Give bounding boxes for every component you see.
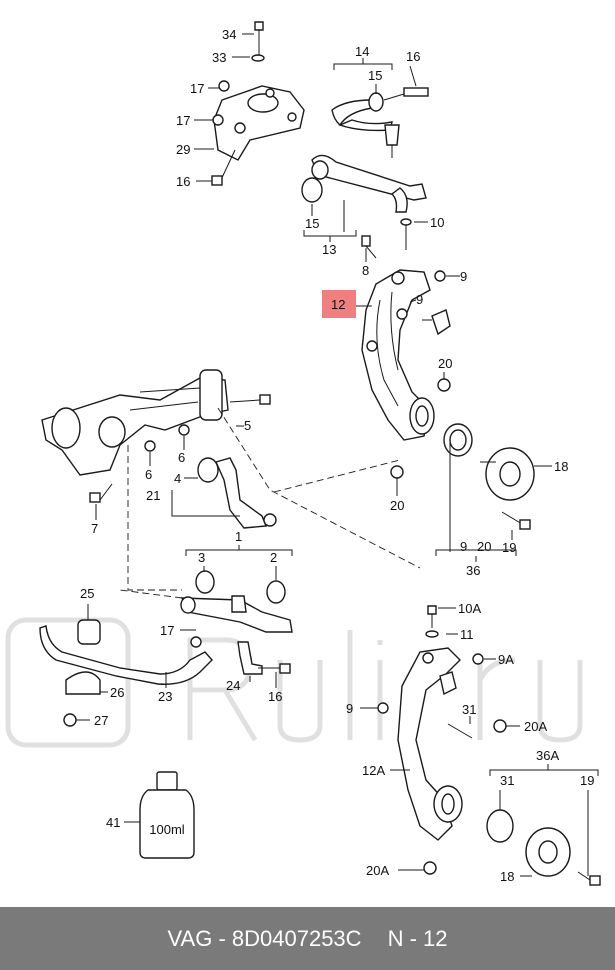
- callout-16: 16: [406, 49, 420, 64]
- callout-41: 41: [106, 815, 120, 830]
- bolt-31[interactable]: [447, 723, 473, 739]
- callout-19: 19: [580, 773, 594, 788]
- bottle-label: 100ml: [149, 822, 185, 837]
- callout-6: 6: [178, 450, 185, 465]
- ball-joint-9[interactable]: [422, 309, 451, 336]
- bolt-7[interactable]: [89, 483, 113, 503]
- callout-29: 29: [176, 142, 190, 157]
- callout-1: 1: [235, 529, 242, 544]
- callout-33: 33: [212, 50, 226, 65]
- callout-14: 14: [355, 44, 369, 59]
- callout-25: 25: [80, 586, 94, 601]
- callout-31: 31: [462, 702, 476, 717]
- callout-12: 12: [331, 297, 345, 312]
- callout-6: 6: [145, 467, 152, 482]
- callout-9: 9: [416, 292, 423, 307]
- footer-bar: VAG - 8D0407253C N - 12: [0, 907, 615, 970]
- callout-36: 36: [466, 563, 480, 578]
- callout-23: 23: [158, 689, 172, 704]
- bushing-25[interactable]: [77, 619, 101, 645]
- callout-13: 13: [322, 242, 336, 257]
- callout-8: 8: [362, 263, 369, 278]
- link-24[interactable]: [237, 641, 263, 675]
- nut-9-lower[interactable]: [377, 702, 389, 714]
- callout-9: 9: [346, 701, 353, 716]
- callout-7: 7: [91, 521, 98, 536]
- bolt-8[interactable]: [361, 235, 377, 259]
- nut-27[interactable]: [63, 713, 77, 727]
- callout-24: 24: [226, 678, 240, 693]
- callout-26: 26: [110, 685, 124, 700]
- nut-9A[interactable]: [472, 653, 484, 665]
- callout-20: 20: [477, 539, 491, 554]
- callout-10A: 10A: [458, 601, 481, 616]
- upper-front-link[interactable]: [331, 87, 429, 158]
- leader-lines: [76, 33, 599, 877]
- lower-control-arm-1[interactable]: [180, 570, 293, 633]
- callout-16: 16: [268, 689, 282, 704]
- assembly-dashed-lines: [119, 407, 421, 599]
- callout-4: 4: [174, 471, 181, 486]
- grease-bottle[interactable]: 100ml: [139, 771, 195, 859]
- parts-diagram: 100ml: [5, 21, 601, 886]
- bolt-34[interactable]: [251, 21, 265, 62]
- callout-20: 20: [390, 498, 404, 513]
- bolt-19[interactable]: [501, 511, 531, 530]
- bolt-10A[interactable]: [425, 605, 439, 638]
- callout-31: 31: [500, 773, 514, 788]
- upper-mount-bracket[interactable]: [212, 80, 305, 161]
- bolt-16-link[interactable]: [258, 663, 291, 674]
- diagram-page-ref: N - 12: [387, 925, 448, 951]
- front-subframe[interactable]: [41, 369, 229, 476]
- wheel-bearing-31[interactable]: [443, 423, 473, 457]
- bolt-10[interactable]: [400, 218, 412, 250]
- part-number: VAG - 8D0407253C: [167, 925, 362, 951]
- callout-17: 17: [190, 81, 204, 96]
- bolt-5[interactable]: [229, 394, 271, 405]
- callout-20: 20: [438, 356, 452, 371]
- callout-3: 3: [198, 550, 205, 565]
- callout-20A: 20A: [524, 719, 547, 734]
- callout-17: 17: [176, 113, 190, 128]
- wheel-bearing-housing-12A[interactable]: [397, 647, 463, 841]
- callout-5: 5: [244, 418, 251, 433]
- bolt-19-lower[interactable]: [577, 871, 601, 886]
- wheel-hub-18-lower[interactable]: [525, 827, 571, 877]
- callout-9: 9: [460, 539, 467, 554]
- wheel-hub-18[interactable]: [480, 447, 535, 501]
- nut-9[interactable]: [396, 270, 446, 320]
- ball-joint-12A[interactable]: [439, 671, 457, 696]
- callout-11: 11: [460, 627, 474, 642]
- callout-10: 10: [430, 215, 444, 230]
- wheel-bearing-31-lower[interactable]: [486, 809, 514, 843]
- callout-12A: 12A: [362, 763, 385, 778]
- upper-rear-link[interactable]: [301, 154, 427, 213]
- watermark: [5, 617, 583, 748]
- callout-16: 16: [176, 174, 190, 189]
- callout-36A: 36A: [536, 748, 559, 763]
- stabilizer-bar-23[interactable]: [39, 625, 213, 685]
- callout-2: 2: [270, 550, 277, 565]
- nut-20A[interactable]: [423, 719, 507, 875]
- callout-17: 17: [160, 623, 174, 638]
- nut-17[interactable]: [190, 636, 202, 648]
- callout-9: 9: [460, 269, 467, 284]
- callout-20A: 20A: [366, 863, 389, 878]
- callout-21: 21: [146, 488, 160, 503]
- callout-34: 34: [222, 27, 236, 42]
- highlight-box: [322, 290, 356, 318]
- callout-labels: 34 33 14 16 15 17 17 29 16 15 13 10 8 9 …: [80, 27, 594, 884]
- lower-control-arm-4[interactable]: [197, 457, 277, 529]
- callout-15: 15: [305, 216, 319, 231]
- callout-15: 15: [368, 68, 382, 83]
- callout-18: 18: [554, 459, 568, 474]
- callout-18: 18: [500, 869, 514, 884]
- wheel-bearing-housing[interactable]: [361, 269, 435, 441]
- callout-9A: 9A: [498, 652, 514, 667]
- callout-27: 27: [94, 713, 108, 728]
- callout-19: 19: [502, 540, 516, 555]
- clamp-26[interactable]: [65, 671, 101, 695]
